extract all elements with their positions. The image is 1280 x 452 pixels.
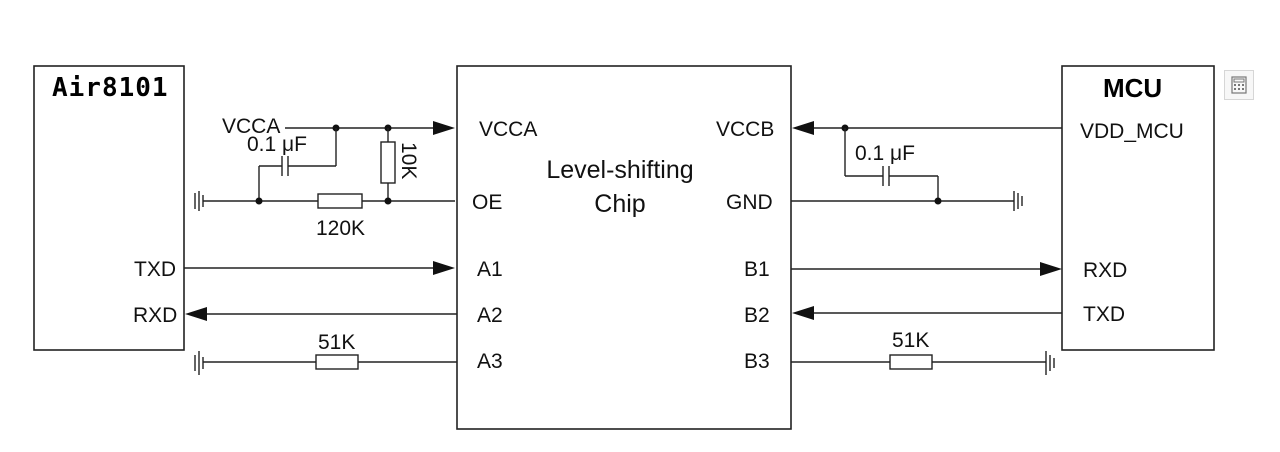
chip-title-line2: Chip <box>594 190 645 218</box>
arrow-b2 <box>792 306 814 320</box>
arrow-mcu-rxd <box>1040 262 1062 276</box>
oe-junction-cap <box>255 197 263 205</box>
resistor-51k-b3-label: 51K <box>892 329 929 352</box>
resistor-51k-a3 <box>315 354 359 370</box>
resistor-10k <box>380 141 396 184</box>
air8101-title: Air8101 <box>52 73 169 103</box>
vcca-arrow <box>433 121 455 135</box>
resistor-10k-label: 10K <box>397 142 420 179</box>
calculator-button[interactable] <box>1224 70 1254 100</box>
chip-block <box>456 65 792 430</box>
cap-right-label: 0.1 μF <box>855 142 915 165</box>
arrow-vccb <box>792 121 814 135</box>
arrow-rxd <box>185 307 207 321</box>
chip-pin-b1: B1 <box>744 258 770 281</box>
air8101-pin-rxd: RXD <box>133 304 177 327</box>
oe-junction-res <box>384 197 392 205</box>
chip-pin-b2: B2 <box>744 304 770 327</box>
air8101-pin-txd: TXD <box>134 258 176 281</box>
chip-pin-a3: A3 <box>477 350 503 373</box>
resistor-51k-a3-label: 51K <box>318 331 355 354</box>
resistor-120k <box>317 193 363 209</box>
resistor-120k-label: 120K <box>316 217 365 240</box>
chip-pin-a2: A2 <box>477 304 503 327</box>
chip-title-line1: Level-shifting <box>546 156 693 184</box>
cap-left-label: 0.1 μF <box>247 133 307 156</box>
air8101-block <box>33 65 185 351</box>
chip-pin-vccb: VCCB <box>716 118 774 141</box>
resistor-51k-b3 <box>889 354 933 370</box>
chip-pin-vcca: VCCA <box>479 118 537 141</box>
chip-pin-oe: OE <box>472 191 502 214</box>
gnd-junction <box>934 197 942 205</box>
ground-symbol-right-b3 <box>1045 351 1055 375</box>
calculator-icon <box>1231 76 1247 94</box>
ground-symbol-right-gnd <box>1013 191 1023 211</box>
mcu-block <box>1061 65 1215 351</box>
chip-pin-gnd: GND <box>726 191 773 214</box>
mcu-pin-txd: TXD <box>1083 303 1125 326</box>
mcu-pin-vdd: VDD_MCU <box>1080 120 1184 143</box>
arrow-a1 <box>433 261 455 275</box>
chip-pin-a1: A1 <box>477 258 503 281</box>
mcu-title: MCU <box>1103 73 1162 103</box>
ground-symbol-left-oe <box>194 191 204 211</box>
chip-pin-b3: B3 <box>744 350 770 373</box>
mcu-pin-rxd: RXD <box>1083 259 1127 282</box>
vcca-net-label: VCCA <box>222 115 280 138</box>
ground-symbol-left-a3 <box>194 351 204 375</box>
